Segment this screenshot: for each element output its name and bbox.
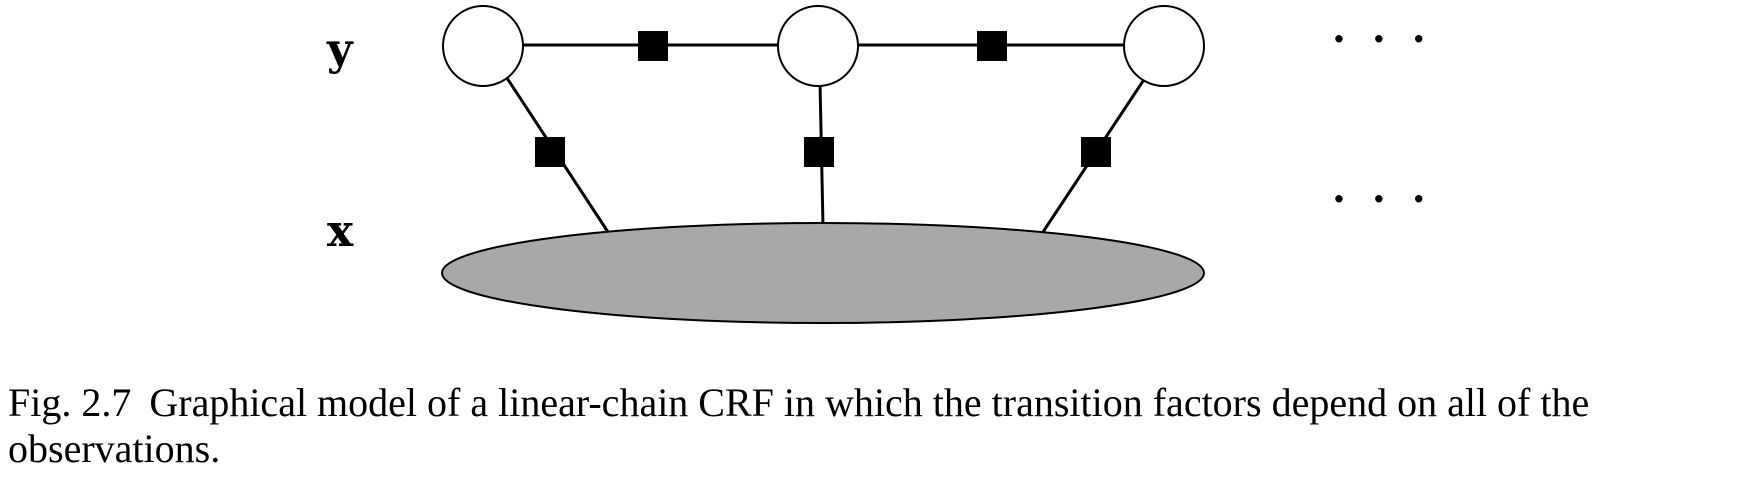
y-continuation-ellipsis: · · · xyxy=(1332,16,1432,63)
factor-transition-1 xyxy=(638,31,668,61)
figure-number: Fig. 2.7 xyxy=(8,380,132,425)
x-variable-label: x xyxy=(327,206,354,257)
label-node-y1 xyxy=(442,5,524,87)
x-continuation-ellipsis: · · · xyxy=(1332,176,1432,223)
figure-caption-text: Graphical model of a linear-chain CRF in… xyxy=(8,380,1590,471)
label-node-y2 xyxy=(777,5,859,87)
factor-transition-2 xyxy=(977,31,1007,61)
crf-graphical-model xyxy=(441,5,1205,324)
figure-caption: Fig. 2.7 Graphical model of a linear-cha… xyxy=(8,380,1733,472)
factor-observation-2 xyxy=(804,137,834,167)
label-node-y3 xyxy=(1123,5,1205,87)
observation-node-x xyxy=(441,222,1205,324)
factor-observation-1 xyxy=(535,137,565,167)
factor-observation-3 xyxy=(1081,137,1111,167)
y-variable-label: y xyxy=(327,24,353,75)
